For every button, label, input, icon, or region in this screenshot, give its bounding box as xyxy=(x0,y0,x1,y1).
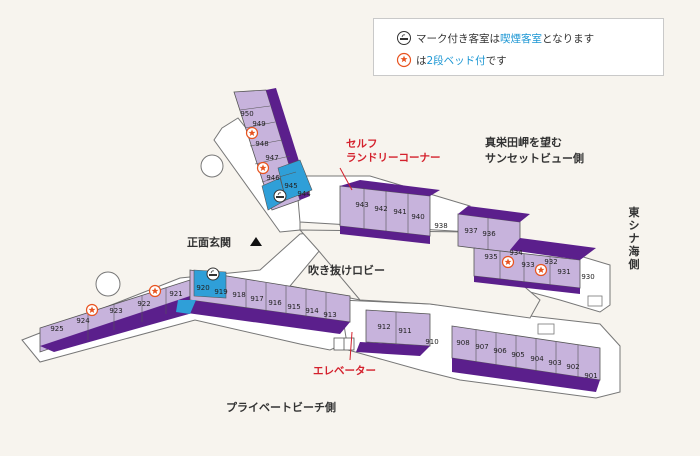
bunk-bed-star-icon xyxy=(148,284,162,298)
atrium-lobby-label: 吹き抜けロビー xyxy=(308,264,385,277)
room-number[interactable]: 950 xyxy=(240,110,253,118)
room-number[interactable]: 935 xyxy=(484,253,497,261)
room-number[interactable]: 901 xyxy=(584,372,597,380)
east-china-sea-label: 東シナ海側 xyxy=(628,206,640,271)
room-number[interactable]: 937 xyxy=(464,227,477,235)
smoking-mark-icon xyxy=(397,31,411,45)
room-number[interactable]: 906 xyxy=(493,347,507,355)
room-number[interactable]: 902 xyxy=(566,363,579,371)
legend-text: です xyxy=(485,54,507,67)
room-number[interactable]: 932 xyxy=(544,258,557,266)
legend-smoking-row: マーク付き客室は喫煙客室となります xyxy=(416,28,594,48)
sunset-label-2: サンセットビュー側 xyxy=(485,152,584,165)
stairs-east xyxy=(587,295,603,307)
room-number[interactable]: 919 xyxy=(214,288,227,296)
room-number[interactable]: 915 xyxy=(287,303,300,311)
room-number[interactable]: 922 xyxy=(137,300,150,308)
room-number[interactable]: 945 xyxy=(284,182,297,190)
room-number[interactable]: 911 xyxy=(398,327,411,335)
bunk-bed-star-icon xyxy=(534,263,548,277)
legend-text: となります xyxy=(542,32,595,45)
room-number[interactable]: 933 xyxy=(521,261,534,269)
bunk-bed-star-icon xyxy=(85,303,99,317)
room-number[interactable]: 907 xyxy=(475,343,488,351)
room-number[interactable]: 944 xyxy=(297,190,311,198)
stairs-west xyxy=(95,271,121,297)
room-number[interactable]: 914 xyxy=(305,307,319,315)
room-number[interactable]: 940 xyxy=(411,213,424,221)
room-number[interactable]: 912 xyxy=(377,323,390,331)
room-number[interactable]: 923 xyxy=(109,307,122,315)
west-rooms xyxy=(39,269,351,353)
main-entrance-label: 正面玄関 xyxy=(187,236,231,249)
legend-text: は xyxy=(416,54,427,67)
room-number[interactable]: 913 xyxy=(323,311,336,319)
room-number[interactable]: 908 xyxy=(456,339,469,347)
legend-highlight: 2段ベッド付 xyxy=(426,54,486,67)
room-number[interactable]: 904 xyxy=(530,355,544,363)
room-number[interactable]: 931 xyxy=(557,268,570,276)
private-beach-label: プライベートビーチ側 xyxy=(226,401,336,414)
legend-highlight: 喫煙客室 xyxy=(500,32,542,45)
sunset-label-1: 真栄田岬を望む xyxy=(485,136,562,149)
legend-text: マーク付き客室は xyxy=(416,32,500,45)
room-number[interactable]: 930 xyxy=(581,273,594,281)
room-number[interactable]: 925 xyxy=(50,325,63,333)
elevator-pointer xyxy=(349,331,353,361)
room-number[interactable]: 910 xyxy=(425,338,438,346)
bunk-bed-star-icon xyxy=(501,255,515,269)
room-number[interactable]: 916 xyxy=(268,299,282,307)
room-number[interactable]: 917 xyxy=(250,295,263,303)
sunset-rooms xyxy=(339,180,530,255)
laundry-pointer xyxy=(339,167,353,191)
bunk-bed-star-icon xyxy=(245,126,259,140)
room-number[interactable]: 938 xyxy=(434,222,447,230)
bunk-bed-star-icon xyxy=(396,52,412,68)
room-number[interactable]: 905 xyxy=(511,351,524,359)
room-number[interactable]: 924 xyxy=(76,317,90,325)
smoking-mark-icon xyxy=(206,267,220,281)
room-number[interactable]: 936 xyxy=(482,230,496,238)
room-number[interactable]: 918 xyxy=(232,291,245,299)
entrance-arrow-icon xyxy=(250,237,262,246)
smoking-mark-icon xyxy=(273,189,287,203)
room-number[interactable]: 949 xyxy=(252,120,265,128)
self-laundry-label-1: セルフ xyxy=(346,138,378,150)
room-number[interactable]: 934 xyxy=(509,249,523,257)
room-number[interactable]: 921 xyxy=(169,290,182,298)
room-number[interactable]: 948 xyxy=(255,140,268,148)
room-number[interactable]: 947 xyxy=(265,154,278,162)
north-wing-rooms xyxy=(233,88,313,211)
elevator-icon xyxy=(333,337,355,351)
room-number[interactable]: 941 xyxy=(393,208,406,216)
room-number[interactable]: 946 xyxy=(266,174,280,182)
elevator-label: エレベーター xyxy=(313,365,376,377)
bunk-bed-star-icon xyxy=(256,161,270,175)
stairs-north xyxy=(200,154,224,178)
east-rooms xyxy=(473,238,596,294)
stairs-south xyxy=(537,323,555,335)
room-number[interactable]: 903 xyxy=(548,359,561,367)
room-number[interactable]: 920 xyxy=(196,284,209,292)
room-number[interactable]: 943 xyxy=(355,201,368,209)
room-number[interactable]: 942 xyxy=(374,205,387,213)
self-laundry-label-2: ランドリーコーナー xyxy=(346,152,441,164)
south-rooms xyxy=(356,309,601,392)
